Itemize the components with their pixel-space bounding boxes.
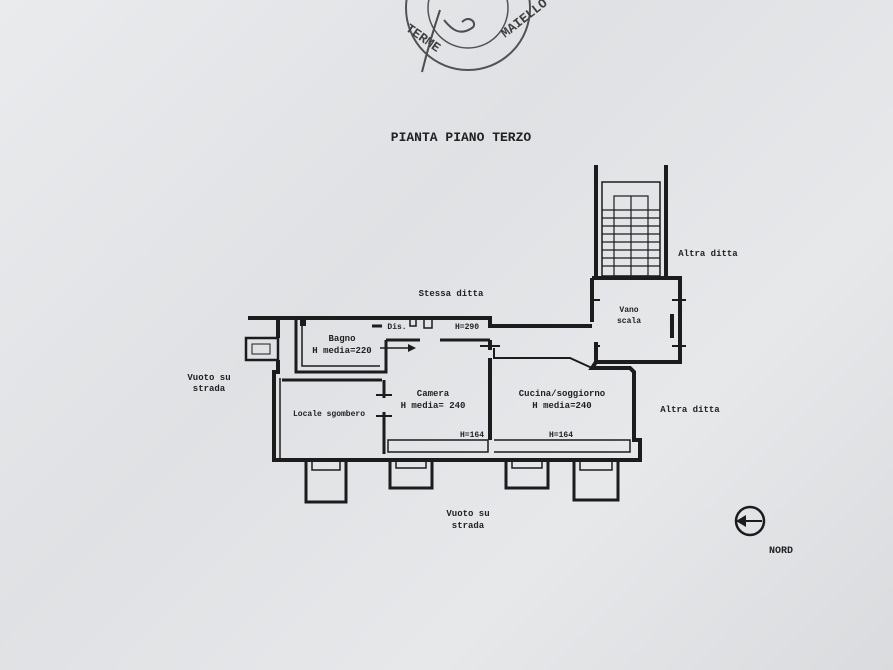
- room-camera-height: H media= 240: [401, 401, 466, 411]
- stairwell: [590, 165, 686, 364]
- south-balconies: [304, 460, 620, 504]
- label-dis: Dis.: [387, 323, 406, 332]
- north-compass: NORD: [734, 505, 793, 557]
- room-vano-scala-line1: Vano: [619, 306, 638, 315]
- signature-mark: [421, 9, 476, 73]
- label-south-line1: Vuoto su: [446, 509, 489, 519]
- stamp-seal: MAIELLO TERME: [403, 0, 551, 73]
- room-cucina-name: Cucina/soggiorno: [519, 389, 605, 399]
- label-east-bottom: Altra ditta: [660, 405, 720, 415]
- label-h-camera: H=164: [460, 431, 484, 440]
- label-west-line1: Vuoto su: [187, 373, 230, 383]
- room-camera-name: Camera: [417, 389, 450, 399]
- label-west-line2: strada: [193, 384, 226, 394]
- label-south-line2: strada: [452, 521, 485, 531]
- room-vano-scala-line2: scala: [617, 317, 641, 326]
- label-h-cucina: H=164: [549, 431, 573, 440]
- plan-title: PIANTA PIANO TERZO: [391, 130, 532, 145]
- room-locale-name: Locale sgombero: [293, 410, 365, 419]
- label-h-top: H=290: [455, 323, 479, 332]
- label-east-top: Altra ditta: [678, 249, 738, 259]
- room-cucina-height: H media=240: [532, 401, 591, 411]
- room-bagno-name: Bagno: [328, 334, 355, 344]
- compass-label: NORD: [769, 546, 793, 557]
- label-north-neighbor: Stessa ditta: [419, 289, 484, 299]
- apartment-walls: [244, 316, 642, 462]
- room-bagno-height: H media=220: [312, 346, 371, 356]
